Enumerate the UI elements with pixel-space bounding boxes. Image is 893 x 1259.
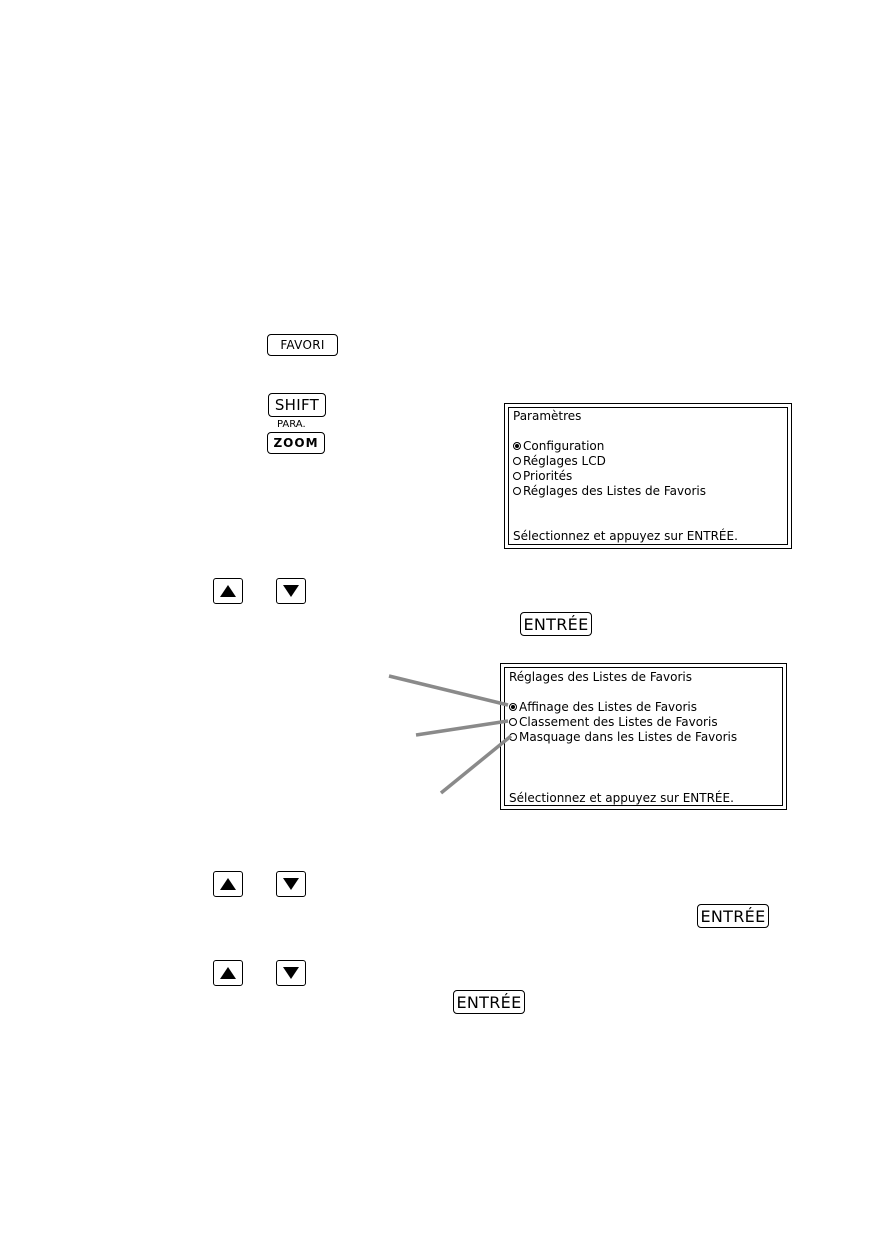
zoom-key[interactable]: ZOOM [267,432,325,454]
shift-key[interactable]: SHIFT [268,393,326,417]
entree-key[interactable]: ENTRÉE [520,612,592,636]
down-arrow-key[interactable] [276,578,306,604]
entree-key[interactable]: ENTRÉE [453,990,525,1014]
radio-icon [513,457,521,465]
up-arrow-key[interactable] [213,578,243,604]
lcd-frame [508,407,788,545]
up-arrow-key[interactable] [213,960,243,986]
lcd-footer: Sélectionnez et appuyez sur ENTRÉE. [513,529,738,543]
triangle-down-icon [283,967,299,979]
lcd-title: Paramètres [513,409,582,423]
triangle-up-icon [220,967,236,979]
radio-selected-icon [509,703,517,711]
lcd-option-reglages-listes[interactable]: Réglages des Listes de Favoris [513,484,706,498]
lcd-option-priorites[interactable]: Priorités [513,469,572,483]
favori-key[interactable]: FAVORI [267,334,338,356]
callout-line-affinage [388,674,509,707]
down-arrow-key[interactable] [276,871,306,897]
radio-selected-icon [513,442,521,450]
triangle-down-icon [283,585,299,597]
lcd-title: Réglages des Listes de Favoris [509,670,692,684]
radio-icon [513,472,521,480]
triangle-down-icon [283,878,299,890]
lcd-option-affinage[interactable]: Affinage des Listes de Favoris [509,700,697,714]
entree-key[interactable]: ENTRÉE [697,904,769,928]
radio-icon [513,487,521,495]
callout-line-classement [415,719,509,737]
radio-icon [509,718,517,726]
lcd-option-classement[interactable]: Classement des Listes de Favoris [509,715,718,729]
up-arrow-key[interactable] [213,871,243,897]
callout-line-masquage [439,734,513,795]
lcd-screen-reglages-listes: Réglages des Listes de Favoris Affinage … [500,663,787,810]
lcd-option-configuration[interactable]: Configuration [513,439,604,453]
lcd-frame [504,667,783,806]
down-arrow-key[interactable] [276,960,306,986]
lcd-option-reglages-lcd[interactable]: Réglages LCD [513,454,606,468]
lcd-footer: Sélectionnez et appuyez sur ENTRÉE. [509,791,734,805]
para-label: PARA. [277,419,306,430]
triangle-up-icon [220,585,236,597]
lcd-screen-parametres: Paramètres Configuration Réglages LCD Pr… [504,403,792,549]
triangle-up-icon [220,878,236,890]
